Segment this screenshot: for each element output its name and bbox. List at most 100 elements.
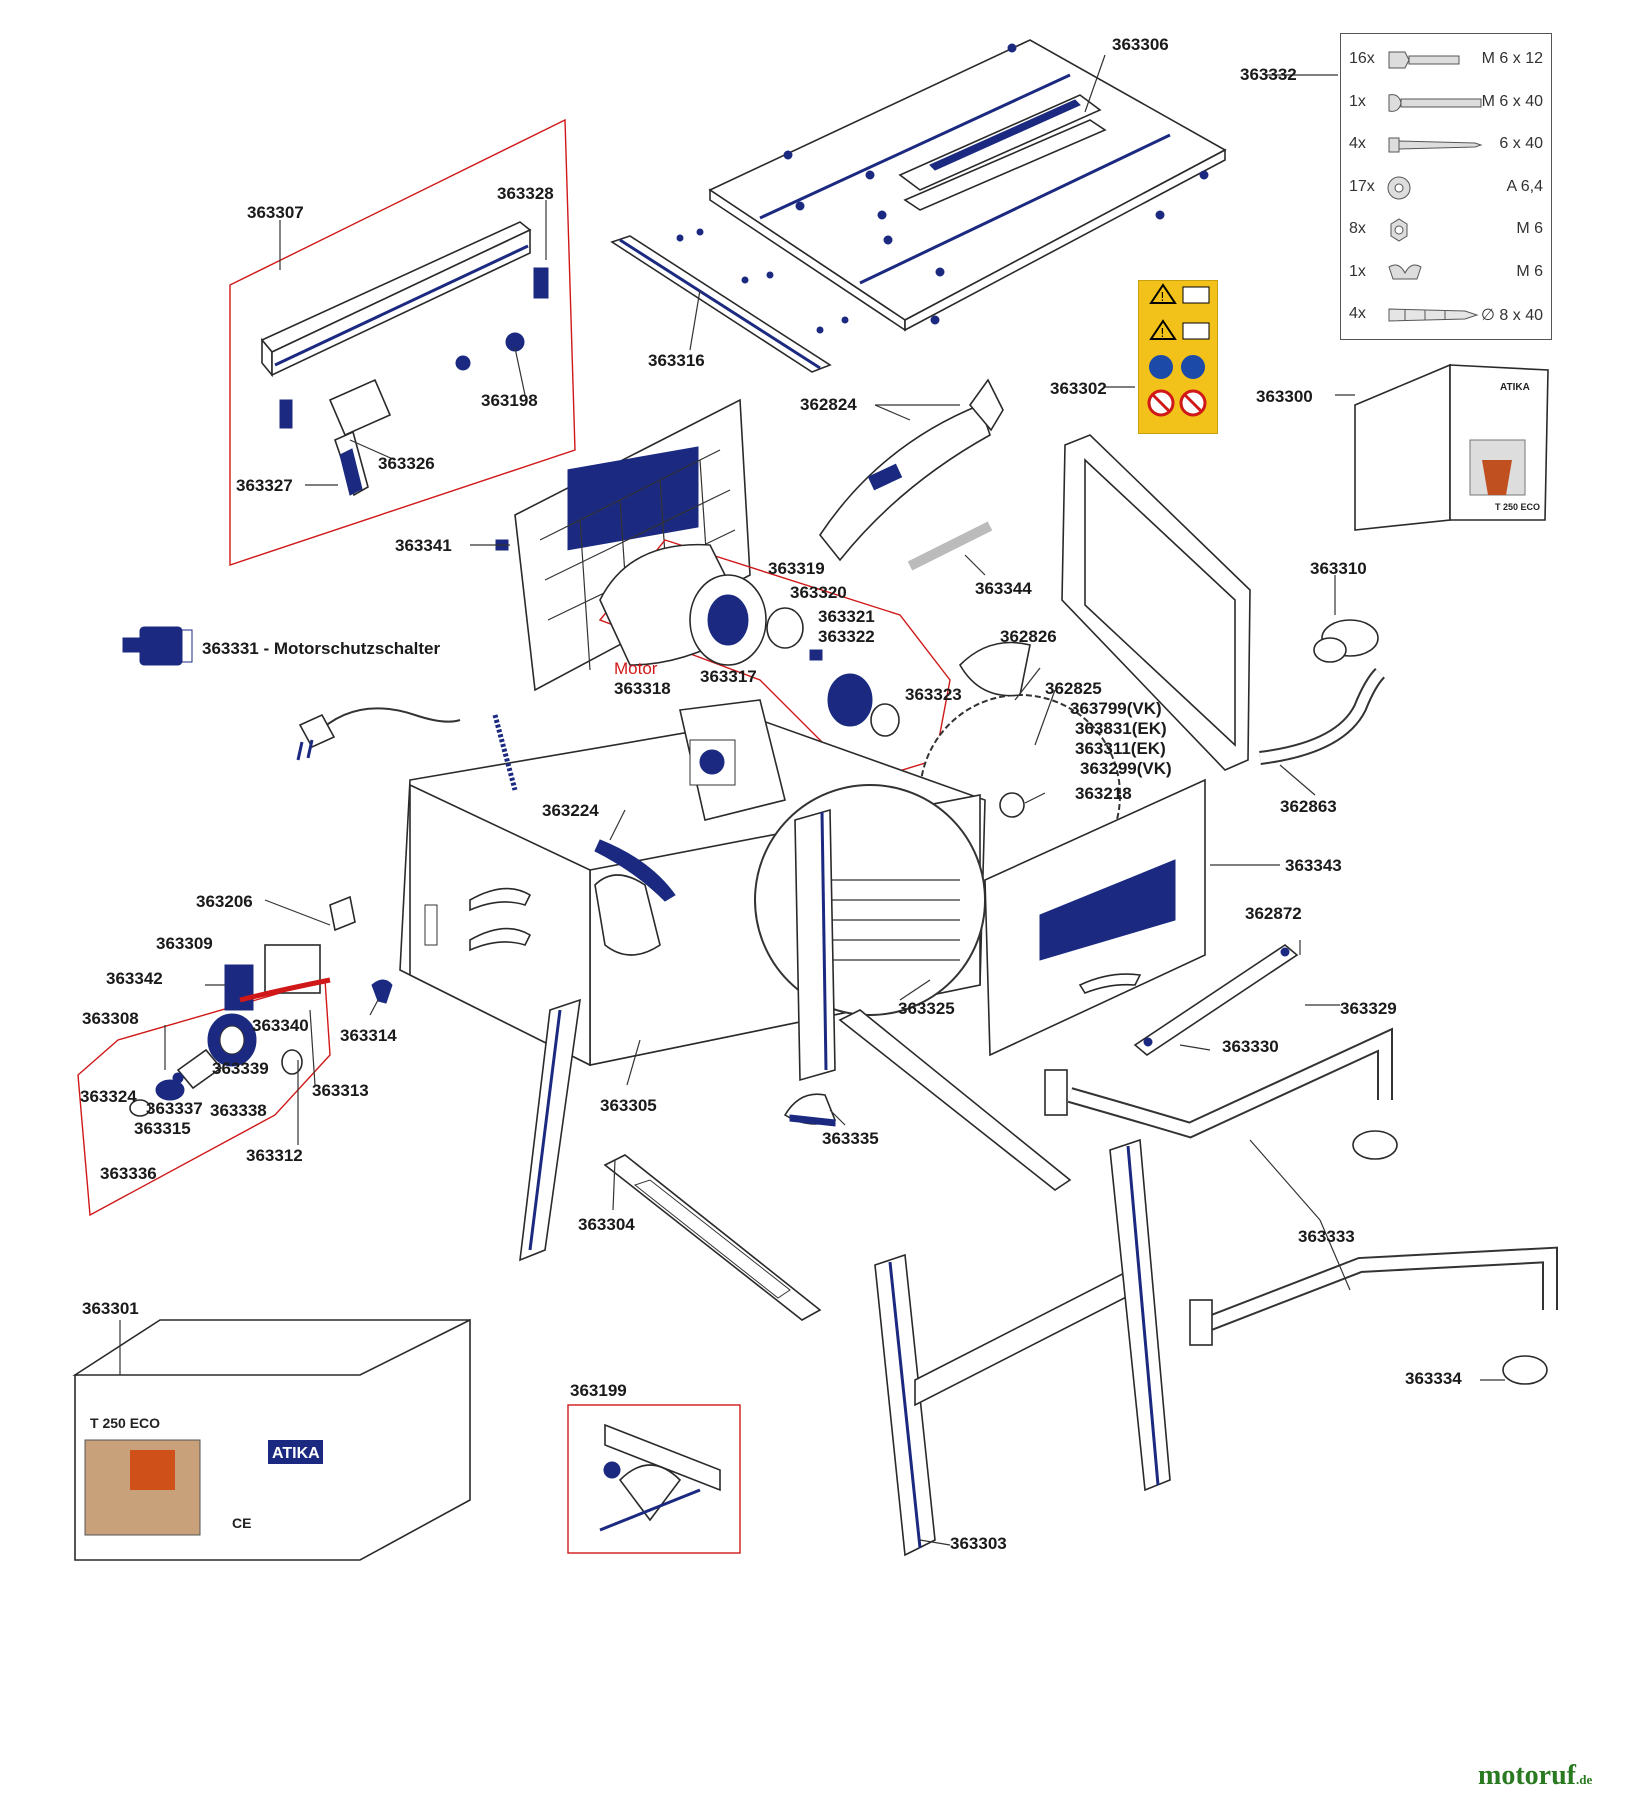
switch-assembly-parts — [129, 895, 356, 1117]
part-label-363344: 363344 — [975, 579, 1032, 598]
power-cord-part — [296, 707, 461, 761]
part-label-363326: 363326 — [378, 454, 435, 473]
part-label-363320: 363320 — [790, 583, 847, 602]
miter-gauge-part — [599, 1423, 721, 1532]
part-label-363316: 363316 — [648, 351, 705, 370]
table-top-part — [708, 39, 1227, 332]
part-label-363333: 363333 — [1298, 1227, 1355, 1246]
part-label-363304: 363304 — [578, 1215, 635, 1234]
instruction-manual — [1354, 363, 1549, 531]
hardware-size: A 6,4 — [1506, 177, 1543, 195]
part-label-362825: 362825 — [1045, 679, 1102, 698]
part-label-363325: 363325 — [898, 999, 955, 1018]
washer-icon — [1385, 174, 1485, 202]
part-label-363334: 363334 — [1405, 1369, 1462, 1388]
svg-text:!: ! — [1160, 326, 1165, 340]
manual-brand-text: ATIKA — [1500, 382, 1530, 393]
motor-protection-switch-part — [122, 626, 193, 666]
part-label-363303: 363303 — [950, 1534, 1007, 1553]
warning-label-sheet: ! ! — [1138, 280, 1218, 434]
wall-plug-icon — [1385, 301, 1485, 329]
switch-assembly-callout — [77, 979, 331, 1217]
hardware-size: M 6 x 12 — [1481, 50, 1543, 67]
part-label-363314: 363314 — [340, 1026, 397, 1045]
part-label-363198: 363198 — [481, 391, 538, 410]
hardware-qty: 1x — [1349, 262, 1366, 280]
part-label-363299: 363299(VK) — [1080, 759, 1172, 778]
riving-knife-part — [959, 641, 1031, 697]
cable-clip-part — [371, 979, 393, 1004]
leg-frame-363303 — [874, 1138, 1171, 1557]
hardware-qty: 16x — [1349, 50, 1375, 67]
hardware-size: M 6 — [1516, 262, 1543, 280]
box-brand-text: ATIKA — [272, 1445, 320, 1462]
hex-nut-icon — [1385, 216, 1485, 244]
part-label-motor: Motor — [614, 659, 658, 678]
spring-part — [492, 714, 518, 791]
tilt-mechanism-part — [594, 699, 786, 956]
box-model-text: T 250 ECO — [90, 1415, 160, 1431]
bracket-part — [1133, 944, 1299, 1056]
side-rail-part — [610, 228, 849, 373]
part-label-363315: 363315 — [134, 1119, 191, 1138]
part-label-363311: 363311(EK) — [1075, 739, 1166, 758]
part-label-363199: 363199 — [570, 1381, 627, 1400]
motoruf-watermark: motoruf.de — [1478, 1760, 1593, 1791]
hardware-size: 6 x 40 — [1499, 135, 1543, 152]
part-label-362826: 362826 — [1000, 627, 1057, 646]
part-label-363301: 363301 — [82, 1299, 139, 1318]
cross-brace-363304 — [603, 1154, 822, 1321]
leader-lines — [119, 54, 1505, 1546]
part-label-363218: 363218 — [1075, 784, 1132, 803]
part-label-363206: 363206 — [196, 892, 253, 911]
hardware-row: 16x M 6 x 12 — [1341, 40, 1551, 80]
svg-text:!: ! — [1160, 290, 1165, 304]
part-label-363337: 363337 — [146, 1099, 203, 1118]
hardware-size: ∅ 8 x 40 — [1481, 307, 1543, 324]
part-label-363317: 363317 — [700, 667, 757, 686]
part-label-362824: 362824 — [800, 395, 857, 414]
part-label-363324: 363324 — [80, 1087, 137, 1106]
part-label-363302: 363302 — [1050, 379, 1107, 398]
hardware-size: M 6 x 40 — [1481, 92, 1543, 110]
cross-brace-front — [838, 1009, 1072, 1191]
wing-nut-icon — [1385, 259, 1485, 287]
part-label-363339: 363339 — [212, 1059, 269, 1078]
blade-guard-part — [819, 378, 1004, 562]
part-label-363318: 363318 — [614, 679, 671, 698]
hex-bolt-short-icon — [1385, 46, 1485, 74]
flex-hose-part — [907, 521, 993, 571]
hardware-row: 1x M 6 x 40 — [1341, 83, 1551, 123]
part-label-363305: 363305 — [600, 1096, 657, 1115]
part-label-363310: 363310 — [1310, 559, 1367, 578]
motor-housing-panel — [495, 398, 751, 692]
hardware-row: 1x M 6 — [1341, 253, 1551, 293]
part-label-363330: 363330 — [1222, 1037, 1279, 1056]
part-label-363831: 363831(EK) — [1075, 719, 1167, 738]
part-label-363308: 363308 — [82, 1009, 139, 1028]
part-label-362863: 362863 — [1280, 797, 1337, 816]
packaging-box — [72, 1318, 471, 1561]
part-label-363309: 363309 — [156, 934, 213, 953]
miter-gauge-callout — [567, 1404, 741, 1554]
part-label-363300: 363300 — [1256, 387, 1313, 406]
hardware-size: M 6 — [1516, 220, 1543, 237]
part-label-363331: 363331 - Motorschutzschalter — [202, 639, 441, 658]
part-label-363342: 363342 — [106, 969, 163, 988]
table-top-screws — [783, 43, 1209, 325]
box-ce-mark: CE — [232, 1515, 251, 1531]
hardware-row: 17x A 6,4 — [1341, 168, 1551, 208]
motor-part — [599, 543, 900, 737]
hardware-qty: 1x — [1349, 92, 1366, 110]
rip-fence-part — [260, 221, 549, 497]
extension-frame-363333 — [1044, 1027, 1558, 1385]
part-label-363335: 363335 — [822, 1129, 879, 1148]
front-panel-part — [984, 778, 1206, 1057]
hardware-qty: 17x — [1349, 177, 1375, 195]
part-label-363323: 363323 — [905, 685, 962, 704]
part-label-363336: 363336 — [100, 1164, 157, 1183]
hardware-qty: 4x — [1349, 305, 1366, 322]
